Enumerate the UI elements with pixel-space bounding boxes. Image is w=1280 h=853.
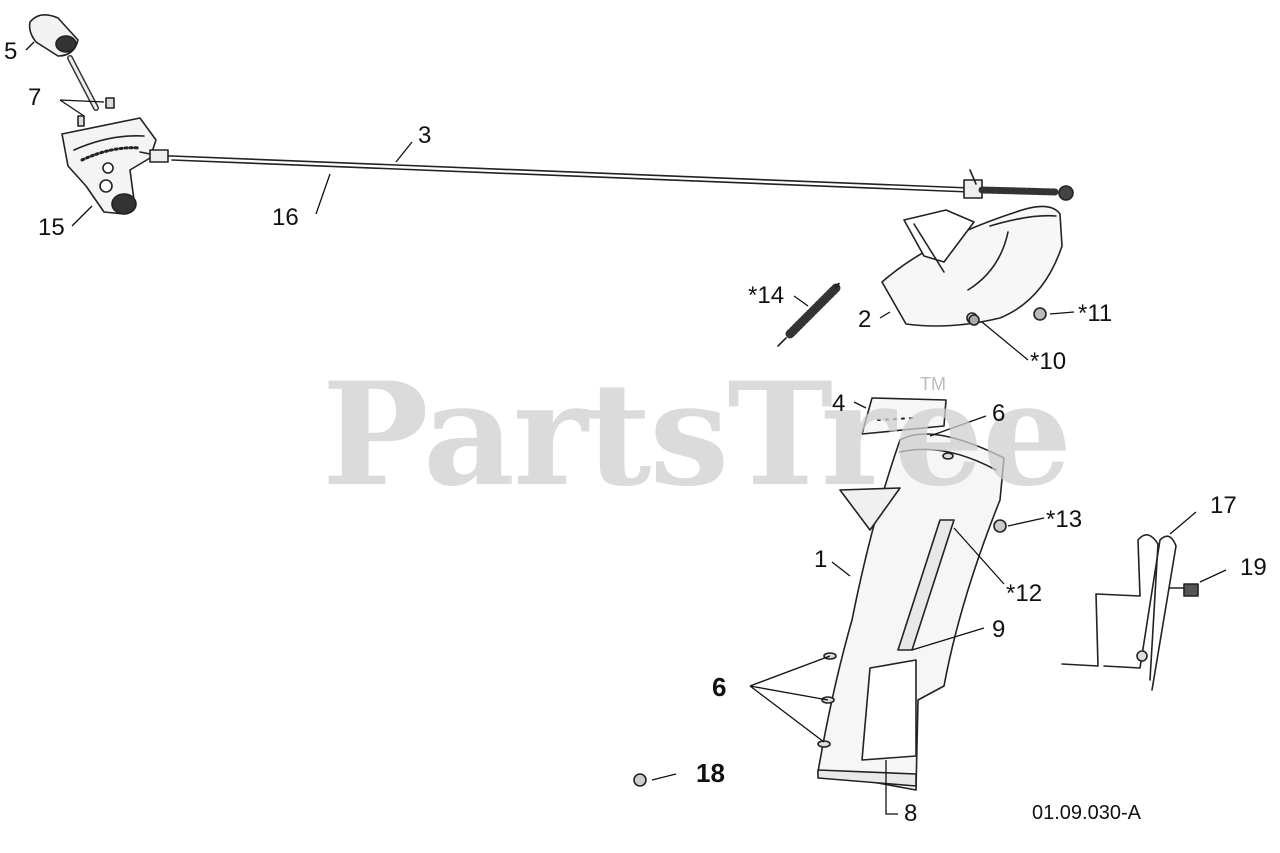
clip-part: [1169, 583, 1199, 597]
callout-17: 17: [1210, 492, 1237, 519]
shift-bracket-part: [61, 117, 173, 215]
cable-end-part: [963, 169, 1074, 201]
callout-7: 7: [28, 84, 42, 111]
shift-cable-part: [171, 155, 971, 193]
chute-deflector-part: [881, 205, 1063, 327]
callout-3: 3: [418, 122, 432, 149]
rod-assembly-part: [1061, 534, 1177, 691]
callout-6-bottom: 6: [712, 672, 727, 702]
callout-15: 15: [38, 214, 65, 241]
callout-13: *13: [1046, 506, 1083, 533]
callout-18: 18: [696, 758, 725, 788]
callout-10: *10: [1030, 348, 1067, 375]
plate-part: [861, 397, 947, 435]
nut-part: [1033, 307, 1047, 321]
leader-lines: [25, 41, 1227, 815]
callout-1: 1: [814, 546, 828, 573]
watermark: PartsTree: [322, 352, 1072, 518]
callout-11: *11: [1078, 300, 1113, 327]
callout-5: 5: [4, 38, 18, 65]
diagram-code: 01.09.030-A: [1032, 802, 1141, 824]
knob-part: [28, 14, 79, 57]
callout-16: 16: [272, 204, 299, 231]
callout-9: 9: [992, 616, 1006, 643]
spring-part: [777, 282, 841, 347]
shift-rod-part: [67, 55, 99, 111]
chute-part: [817, 433, 1005, 791]
trademark-mark: TM: [920, 374, 946, 394]
washer-part: [993, 519, 1007, 533]
callout-6-top: 6: [992, 400, 1006, 427]
callout-12: *12: [1006, 580, 1043, 607]
callout-2: 2: [858, 306, 872, 333]
nut-part-18: [633, 773, 647, 787]
screw-part: [77, 97, 115, 127]
callout-4: 4: [832, 390, 846, 417]
callout-19: 19: [1240, 554, 1267, 581]
bolt-part: [968, 314, 980, 326]
callout-8: 8: [904, 800, 918, 827]
callout-14: *14: [748, 282, 785, 309]
